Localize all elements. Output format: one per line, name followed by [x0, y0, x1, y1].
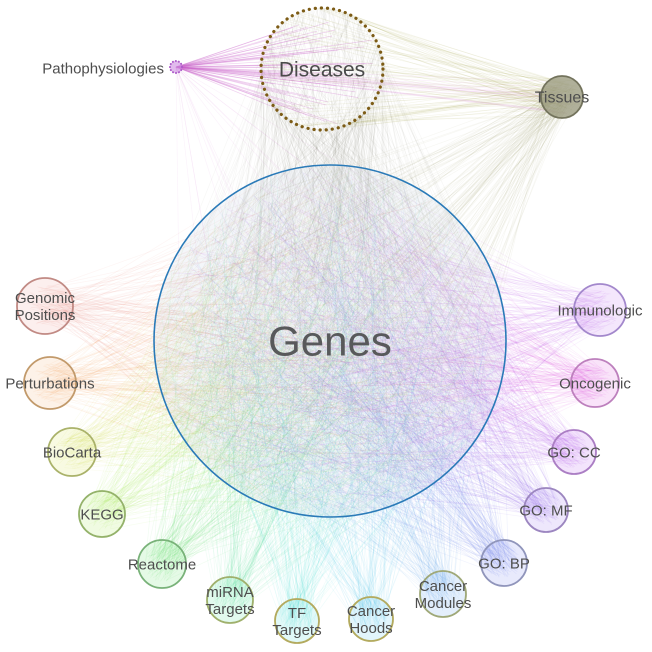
- edge-bundle-go-bp: [161, 171, 521, 578]
- edge-bundle-biocarta: [54, 169, 490, 513]
- node-go-bp[interactable]: GO: BP: [478, 539, 530, 587]
- node-label-immunologic: Immunologic: [557, 302, 643, 319]
- node-kegg[interactable]: KEGG: [78, 490, 126, 538]
- node-label-genes: Genes: [268, 318, 392, 365]
- node-label-oncogenic: Oncogenic: [559, 375, 631, 392]
- edge-bundle-diseases: [159, 7, 497, 509]
- node-label-tissues: Tissues: [535, 90, 590, 107]
- node-immunologic[interactable]: Immunologic: [557, 283, 643, 337]
- node-label-go-cc: GO: CC: [547, 444, 601, 461]
- edge-bundle-oncogenic: [168, 170, 612, 503]
- node-reactome[interactable]: Reactome: [128, 539, 196, 589]
- node-label-go-bp: GO: BP: [478, 555, 530, 572]
- node-biocarta[interactable]: BioCarta: [43, 427, 102, 477]
- edge-bundle-pathophysiologies-diseases: [175, 21, 374, 125]
- node-label-perturbations: Perturbations: [5, 375, 94, 392]
- edge-bundle-tissues: [173, 81, 578, 503]
- node-pathophysiologies[interactable]: Pathophysiologies: [42, 60, 183, 77]
- node-go-cc[interactable]: GO: CC: [547, 429, 601, 475]
- node-perturbations[interactable]: Perturbations: [5, 356, 95, 410]
- node-diseases[interactable]: Diseases: [259, 6, 385, 132]
- node-label-biocarta: BioCarta: [43, 444, 102, 461]
- node-label-kegg: KEGG: [80, 506, 123, 523]
- edge-bundle-perturbations: [32, 172, 502, 512]
- node-genes[interactable]: Genes: [153, 164, 507, 518]
- edge-bundle-mirna-targets: [161, 169, 494, 617]
- node-label-go-mf: GO: MF: [519, 502, 572, 519]
- edge-bundle-go-mf: [167, 171, 562, 525]
- edge-bundle-tf-targets: [179, 178, 496, 638]
- edge-bundle-diseases-tissues: [261, 7, 582, 131]
- edge-bundle-genomic-positions: [27, 174, 492, 507]
- edge-bundle-immunologic: [172, 169, 620, 508]
- node-tissues[interactable]: Tissues: [535, 75, 590, 119]
- node-go-mf[interactable]: GO: MF: [519, 487, 573, 533]
- edge-bundles: [27, 7, 620, 638]
- edge-bundle-pathophysiologies: [175, 66, 471, 501]
- edge-bundle-cancer-modules: [165, 181, 496, 611]
- edge-bundle-go-cc: [163, 177, 590, 507]
- node-label-pathophysiologies: Pathophysiologies: [42, 60, 164, 77]
- edge-bundle-kegg: [85, 170, 493, 531]
- edge-bundle-cancer-hoods: [157, 176, 497, 634]
- node-oncogenic[interactable]: Oncogenic: [559, 358, 631, 408]
- node-label-reactome: Reactome: [128, 556, 196, 573]
- edge-bundle-pathophysiologies-tissues: [175, 66, 580, 114]
- node-label-diseases: Diseases: [279, 58, 365, 81]
